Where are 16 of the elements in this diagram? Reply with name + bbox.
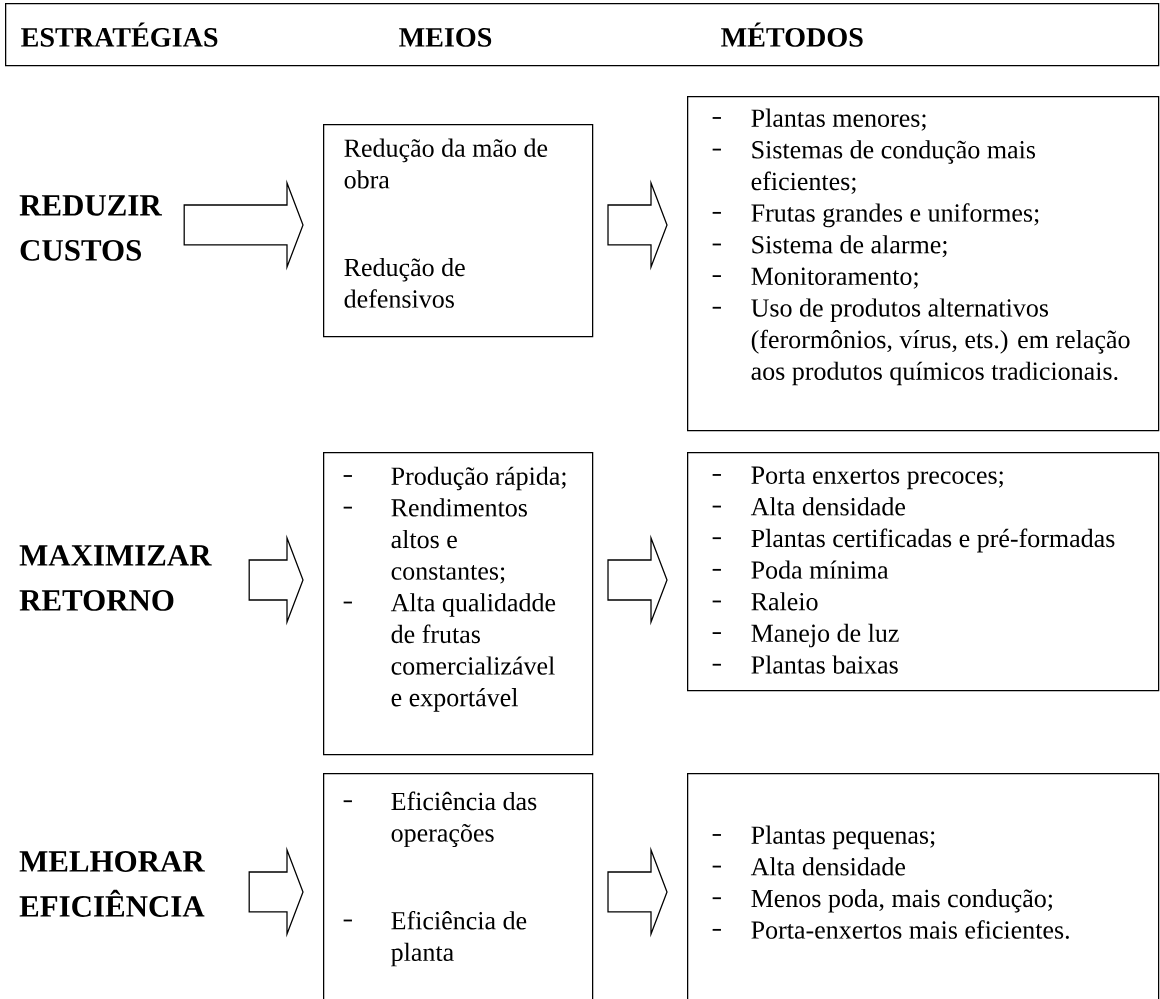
strategy-label: MELHORAR EFICIÊNCIA: [19, 851, 205, 917]
list-box: Plantas pequenas; Alta densidade Menos poda, mais condução; Porta-enxertos mais eficientes.: [687, 773, 1160, 999]
text-box: Redução da mão de obra Redução de defensivos: [323, 124, 594, 338]
list-box: Eficiência das operações Eficiência de planta: [323, 773, 594, 999]
block-arrow: [607, 534, 668, 626]
header-box: ESTRATÉGIAS MEIOS MÉTODOS: [5, 3, 1160, 67]
strategy-label: MAXIMIZAR RETORNO: [19, 545, 212, 611]
list-box: Produção rápida; Rendimentos altos e constantes; Alta qualidadde de frutas comercializável e exportável: [323, 452, 594, 756]
block-arrow: [607, 179, 668, 271]
list-box: Plantas menores; Sistemas de condução mais eficientes; Frutas grandes e uniformes; Sistema de alarme; Monitoramento; Uso de produtos alternativos (ferormônios, vírus, ets.) em relação aos produtos químicos tradicionais.: [687, 96, 1160, 432]
block-arrow: [607, 846, 668, 938]
block-arrow: [248, 534, 304, 626]
block-arrow: [183, 179, 304, 271]
block-arrow: [248, 846, 304, 938]
list-box: Porta enxertos precoces; Alta densidade Plantas certificadas e pré-formadas Poda mínima Raleio Manejo de luz Plantas baixas: [687, 452, 1160, 692]
strategy-label: REDUZIR CUSTOS: [19, 195, 162, 261]
